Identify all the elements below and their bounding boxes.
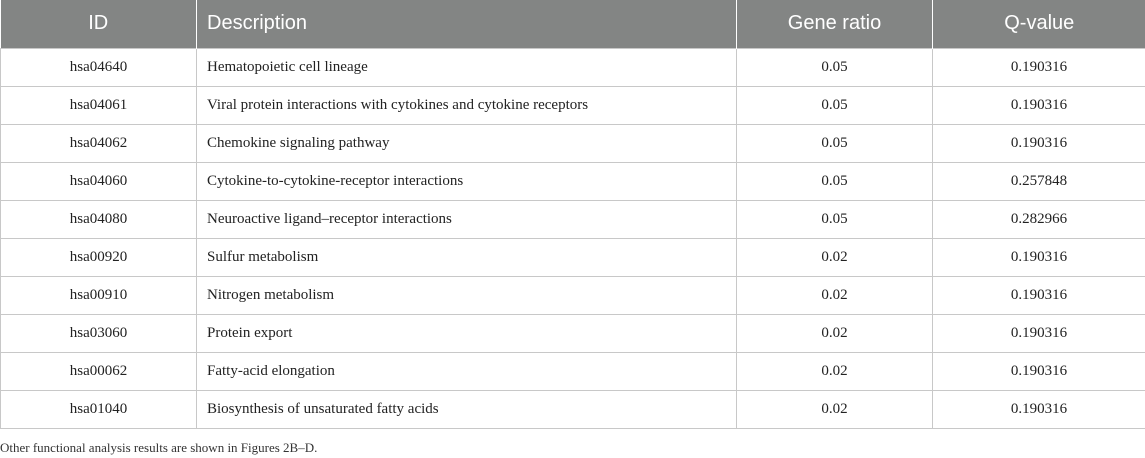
table-row: hsa04061 Viral protein interactions with… [0, 85, 1145, 125]
cell-id: hsa04060 [0, 161, 197, 201]
table-row: hsa03060 Protein export 0.02 0.190316 [0, 313, 1145, 353]
cell-description: Nitrogen metabolism [196, 275, 737, 315]
cell-q-value: 0.190316 [932, 313, 1145, 353]
cell-description: Sulfur metabolism [196, 237, 737, 277]
cell-id: hsa04061 [0, 85, 197, 125]
table-header: ID Description Gene ratio Q-value [0, 0, 1145, 48]
cell-gene-ratio: 0.05 [736, 161, 933, 201]
cell-q-value: 0.190316 [932, 85, 1145, 125]
cell-gene-ratio: 0.02 [736, 313, 933, 353]
header-row: ID Description Gene ratio Q-value [0, 0, 1145, 48]
cell-id: hsa04640 [0, 47, 197, 87]
cell-gene-ratio: 0.05 [736, 85, 933, 125]
cell-description: Cytokine-to-cytokine-receptor interactio… [196, 161, 737, 201]
table-footnote: Other functional analysis results are sh… [0, 440, 318, 455]
results-table-container: ID Description Gene ratio Q-value hsa046… [0, 0, 1145, 429]
table-row: hsa04640 Hematopoietic cell lineage 0.05… [0, 47, 1145, 87]
table-row: hsa00920 Sulfur metabolism 0.02 0.190316 [0, 237, 1145, 277]
table-row: hsa00910 Nitrogen metabolism 0.02 0.1903… [0, 275, 1145, 315]
cell-description: Biosynthesis of unsaturated fatty acids [196, 389, 737, 429]
table-row: hsa04080 Neuroactive ligand–receptor int… [0, 199, 1145, 239]
cell-id: hsa00910 [0, 275, 197, 315]
cell-gene-ratio: 0.05 [736, 47, 933, 87]
cell-description: Fatty-acid elongation [196, 351, 737, 391]
cell-q-value: 0.190316 [932, 389, 1145, 429]
cell-gene-ratio: 0.02 [736, 237, 933, 277]
cell-gene-ratio: 0.02 [736, 351, 933, 391]
cell-gene-ratio: 0.02 [736, 275, 933, 315]
cell-id: hsa03060 [0, 313, 197, 353]
cell-description: Hematopoietic cell lineage [196, 47, 737, 87]
table-body: hsa04640 Hematopoietic cell lineage 0.05… [0, 47, 1145, 429]
table-row: hsa04062 Chemokine signaling pathway 0.0… [0, 123, 1145, 163]
cell-gene-ratio: 0.05 [736, 199, 933, 239]
cell-id: hsa00062 [0, 351, 197, 391]
cell-q-value: 0.257848 [932, 161, 1145, 201]
cell-id: hsa00920 [0, 237, 197, 277]
cell-id: hsa04080 [0, 199, 197, 239]
cell-q-value: 0.190316 [932, 275, 1145, 315]
cell-q-value: 0.190316 [932, 351, 1145, 391]
pathway-enrichment-table: ID Description Gene ratio Q-value hsa046… [0, 0, 1145, 429]
cell-gene-ratio: 0.05 [736, 123, 933, 163]
cell-gene-ratio: 0.02 [736, 389, 933, 429]
table-row: hsa00062 Fatty-acid elongation 0.02 0.19… [0, 351, 1145, 391]
cell-description: Neuroactive ligand–receptor interactions [196, 199, 737, 239]
cell-q-value: 0.190316 [932, 47, 1145, 87]
table-row: hsa01040 Biosynthesis of unsaturated fat… [0, 389, 1145, 429]
header-description: Description [196, 0, 737, 48]
header-q-value: Q-value [932, 0, 1145, 48]
table-row: hsa04060 Cytokine-to-cytokine-receptor i… [0, 161, 1145, 201]
cell-description: Chemokine signaling pathway [196, 123, 737, 163]
cell-q-value: 0.190316 [932, 237, 1145, 277]
cell-description: Viral protein interactions with cytokine… [196, 85, 737, 125]
header-id: ID [0, 0, 197, 48]
cell-id: hsa01040 [0, 389, 197, 429]
cell-description: Protein export [196, 313, 737, 353]
header-gene-ratio: Gene ratio [736, 0, 933, 48]
cell-q-value: 0.190316 [932, 123, 1145, 163]
cell-id: hsa04062 [0, 123, 197, 163]
cell-q-value: 0.282966 [932, 199, 1145, 239]
